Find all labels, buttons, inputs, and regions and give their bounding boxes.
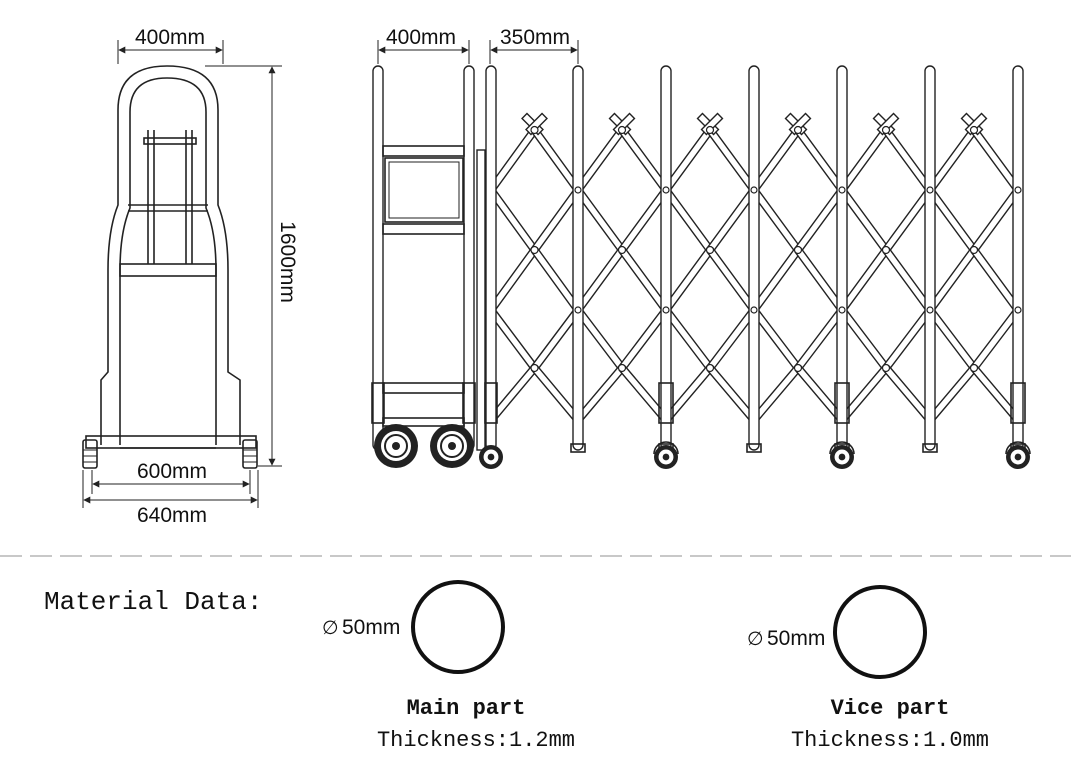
post-pivot	[838, 186, 846, 194]
gate-post-first	[485, 65, 497, 451]
post-caster-bracket	[1010, 382, 1026, 424]
section-caster	[830, 445, 854, 469]
dim-head-width: 400mm	[386, 26, 456, 49]
dim-base-outer: 640mm	[137, 504, 207, 527]
main-diameter-symbol: ∅	[322, 618, 339, 639]
side-base	[85, 435, 257, 449]
scissor-pivot	[617, 363, 627, 373]
scissor-pivot	[530, 245, 539, 255]
gate-post-foot	[922, 443, 938, 453]
gate-post	[572, 65, 584, 451]
section-caster	[654, 445, 678, 469]
side-view: 400mm 1600mm 600mm 640mm	[82, 26, 299, 527]
post-pivot	[1014, 186, 1022, 194]
vice-part: ∅ 50mm Vice part Thickness:1.0mm	[747, 585, 989, 753]
caster-guard	[1005, 441, 1031, 455]
side-top-bracket	[143, 137, 197, 145]
head-post-right	[463, 65, 475, 451]
scissor-pivot	[617, 245, 627, 255]
head-bottom-bar	[382, 382, 465, 394]
scissor-pivot	[617, 125, 627, 135]
material-section: Material Data: ∅ 50mm Main part Thicknes…	[44, 580, 989, 753]
section-caster	[1006, 445, 1030, 469]
caster-guard	[653, 441, 679, 455]
scissor-pivot	[705, 245, 715, 255]
vice-part-name: Vice part	[831, 696, 950, 721]
gate-post	[660, 65, 672, 451]
post-pivot	[1014, 306, 1022, 314]
scissor-pivot	[969, 125, 979, 135]
post-pivot	[750, 306, 758, 314]
head-panel-top-bar	[382, 145, 465, 157]
section-caster	[479, 445, 503, 469]
head-base-bar	[382, 417, 465, 427]
head-panel-mid-bar	[382, 223, 465, 235]
main-part-name: Main part	[407, 696, 526, 721]
scissor-pivot	[881, 125, 891, 135]
scissor-pivot	[530, 363, 539, 373]
head-control-panel	[384, 157, 464, 223]
front-view: 400mm 350mm	[371, 26, 1031, 469]
scissor-pivot	[969, 363, 979, 373]
scissor-pivot	[969, 245, 979, 255]
head-wheel-left	[374, 424, 418, 468]
scissor-pivot	[705, 125, 715, 135]
main-diameter: 50mm	[342, 616, 400, 639]
side-caster-left	[82, 439, 98, 469]
head-post-left	[372, 65, 384, 451]
scissor-pivot	[881, 245, 891, 255]
scissor-pivot	[793, 363, 803, 373]
side-frame-outer	[100, 65, 241, 445]
dim-side-top-width: 400mm	[135, 26, 205, 49]
head-wheel-right	[430, 424, 474, 468]
gate-post	[1012, 65, 1024, 451]
scissor-pivot	[881, 363, 891, 373]
dim-section-spacing: 350mm	[500, 26, 570, 49]
dim-height: 1600mm	[276, 221, 299, 303]
post-pivot	[574, 306, 582, 314]
gate-post-first-foot	[484, 382, 498, 424]
side-caster-right	[242, 439, 258, 469]
head-post-inner	[476, 149, 486, 451]
scissor-pivot	[705, 363, 715, 373]
gate-post	[748, 65, 760, 451]
vice-part-thickness: Thickness:1.0mm	[791, 728, 989, 753]
dim-base-inner: 600mm	[137, 460, 207, 483]
post-pivot	[926, 186, 934, 194]
caster-guard	[829, 441, 855, 455]
material-heading: Material Data:	[44, 587, 262, 617]
scissor-pivot	[793, 125, 803, 135]
gate-post-foot	[746, 443, 762, 453]
gate-post	[924, 65, 936, 451]
main-pipe-section	[411, 580, 505, 674]
post-pivot	[926, 306, 934, 314]
gate-post	[836, 65, 848, 451]
post-pivot	[662, 186, 670, 194]
main-part-thickness: Thickness:1.2mm	[377, 728, 575, 753]
scissor-pivot	[793, 245, 803, 255]
post-caster-bracket	[834, 382, 850, 424]
post-pivot	[750, 186, 758, 194]
main-part: ∅ 50mm Main part Thickness:1.2mm	[322, 580, 575, 753]
post-pivot	[574, 186, 582, 194]
side-crossbar-middle	[119, 263, 217, 277]
head-foot-left	[371, 382, 385, 424]
gate-post-foot	[570, 443, 586, 453]
post-pivot	[838, 306, 846, 314]
post-pivot	[662, 306, 670, 314]
gate-posts	[479, 65, 1031, 469]
head-foot-right	[462, 382, 476, 424]
side-frame-inner	[119, 77, 217, 445]
vice-diameter: 50mm	[767, 627, 825, 650]
scissor-pivot	[530, 125, 539, 135]
vice-diameter-symbol: ∅	[747, 629, 764, 650]
vice-pipe-section	[833, 585, 927, 679]
post-caster-bracket	[658, 382, 674, 424]
